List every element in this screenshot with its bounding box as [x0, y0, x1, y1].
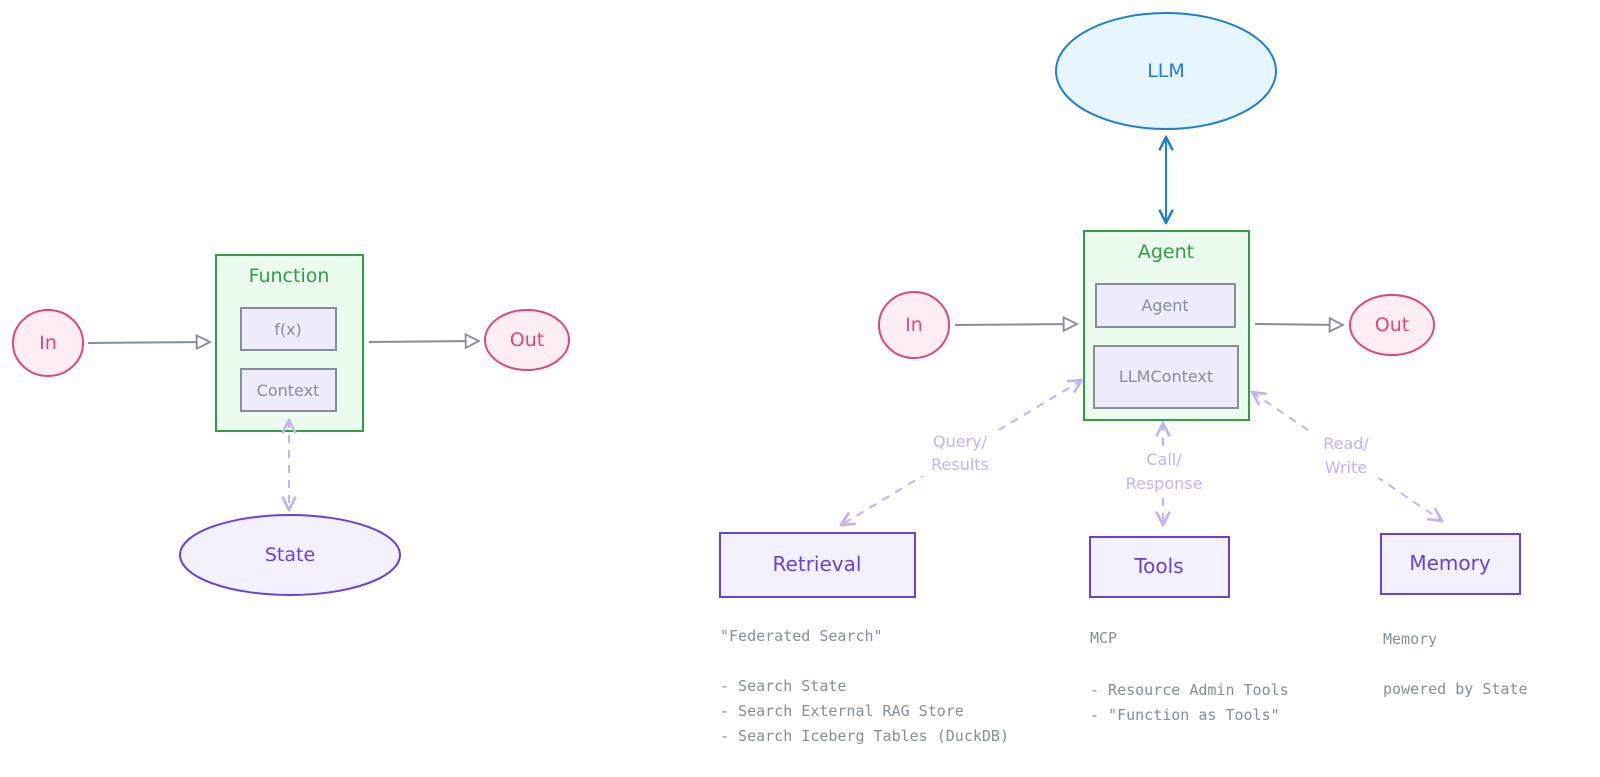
tools-notes: MCP - Resource Admin Tools - "Function a… [1090, 629, 1289, 724]
retrieval-box: Retrieval [719, 532, 916, 598]
fx-label: f(x) [274, 320, 302, 339]
agent-title: Agent [1138, 241, 1194, 263]
left-in-node: In [12, 309, 84, 377]
memory-label: Memory [1409, 551, 1491, 575]
fx-box [240, 307, 337, 351]
tools-note-2: - "Function as Tools" [1090, 706, 1280, 724]
memory-notes: Memory powered by State [1383, 630, 1528, 698]
memory-note-1: powered by State [1383, 680, 1528, 698]
function-box: Function f(x) Context [215, 254, 364, 432]
context-label: Context [257, 381, 320, 400]
rw-label-bg [1310, 432, 1380, 478]
agent-inner-box [1095, 283, 1236, 328]
llmcontext-box [1093, 345, 1239, 409]
tools-label: Tools [1133, 554, 1183, 578]
query-label-bg [922, 430, 1002, 476]
retrieval-label: Retrieval [773, 552, 862, 576]
right-out-node: Out [1349, 294, 1435, 356]
rw-label-line2: Write [1325, 458, 1367, 477]
llm-label: LLM [1147, 60, 1185, 82]
context-box [240, 368, 337, 412]
query-label-line1: Query/ [933, 432, 988, 451]
state-node: State [179, 514, 401, 596]
left-out-label: Out [510, 329, 544, 351]
right-in-to-agent-arrow [954, 324, 1077, 325]
query-label-line2: Results [931, 455, 989, 474]
right-agent-to-out-arrow [1254, 324, 1343, 325]
agent-box: Agent Agent LLMContext [1083, 230, 1250, 421]
tools-note-0: MCP [1090, 629, 1117, 647]
llm-node: LLM [1055, 12, 1277, 130]
left-function-to-out-arrow [368, 341, 479, 342]
call-label-bg [1116, 447, 1212, 493]
function-title: Function [249, 265, 330, 287]
right-out-label: Out [1375, 314, 1409, 336]
right-in-node: In [878, 291, 950, 359]
state-label: State [265, 544, 315, 566]
memory-box: Memory [1380, 533, 1521, 595]
tools-note-1: - Resource Admin Tools [1090, 681, 1289, 699]
left-in-to-function-arrow [87, 342, 210, 343]
retrieval-note-3: - Search Iceberg Tables (DuckDB) [720, 727, 1009, 745]
tools-box: Tools [1089, 536, 1230, 598]
rw-label-line1: Read/ [1323, 434, 1369, 453]
agent-diagram: LLM Agent Agent LLMContext In Out Query [719, 12, 1528, 745]
call-label-line2: Response [1126, 474, 1203, 493]
left-out-node: Out [484, 309, 570, 371]
right-in-label: In [905, 314, 923, 336]
retrieval-note-1: - Search State [720, 677, 846, 695]
memory-note-0: Memory [1383, 630, 1437, 648]
agent-inner-label: Agent [1141, 296, 1188, 315]
retrieval-note-2: - Search External RAG Store [720, 702, 964, 720]
function-diagram: In Function f(x) Context Out State [12, 254, 570, 596]
retrieval-notes: "Federated Search" - Search State - Sear… [720, 627, 1009, 745]
retrieval-note-0: "Federated Search" [720, 627, 883, 645]
call-label-line1: Call/ [1146, 450, 1182, 469]
llmcontext-label: LLMContext [1119, 367, 1213, 386]
left-in-label: In [39, 332, 57, 354]
